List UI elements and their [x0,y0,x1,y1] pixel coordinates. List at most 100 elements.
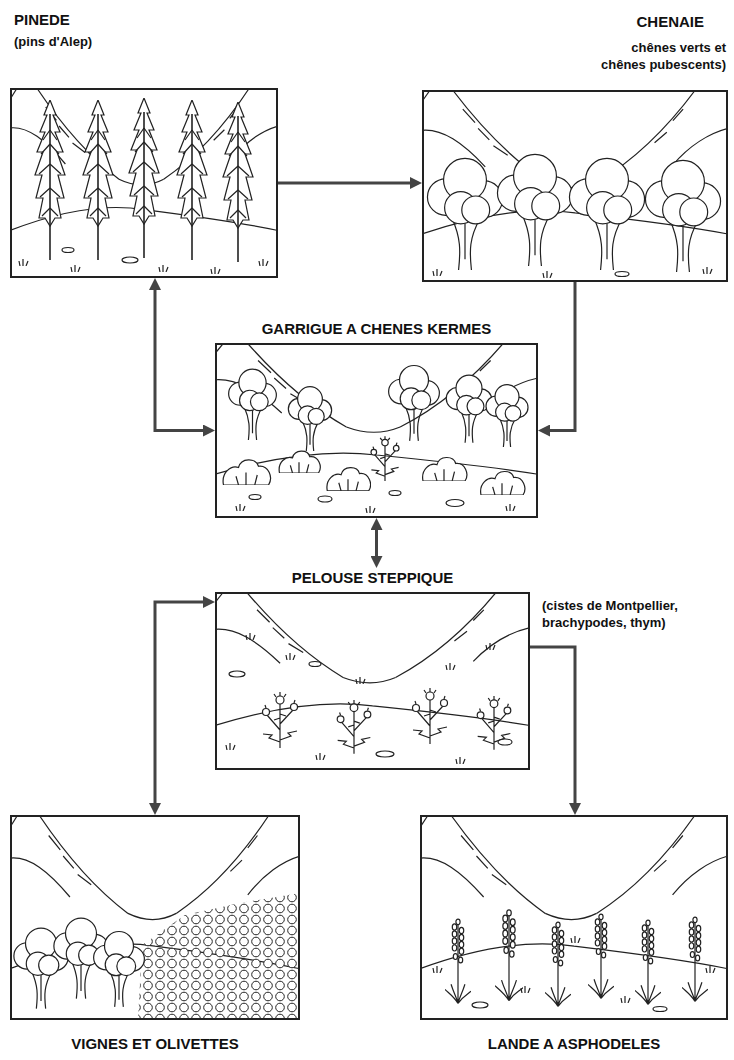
pinede-illustration [10,88,278,274]
illustration-use [543,271,552,278]
illustration-ellipse [318,496,332,502]
panel-caption: (cistes de Montpellier, brachypodes, thy… [542,598,717,632]
lande-panel: LANDE A ASPHODELES [420,815,728,1020]
illustration-use [486,385,528,447]
illustration-use [356,677,365,684]
panel-heading: GARRIGUE A CHENES KERMES [217,319,536,339]
illustration-use [19,259,28,266]
illustration-use [366,506,375,513]
illustration-use [389,365,440,440]
illustration-ellipse [309,662,321,667]
illustration-use [286,653,295,660]
illustration-use [316,753,325,760]
illustration-use [682,917,708,1001]
illustration-ellipse [122,257,138,263]
illustration-use [497,154,572,266]
illustration-use [371,436,399,481]
illustration-use [481,472,525,495]
panel-caption: chênes verts et chênes pubescents) [586,40,726,74]
illustration-ellipse [653,1007,667,1012]
illustration-use [477,696,511,750]
chenaie-panel: CHENAIEchênes verts et chênes pubescents… [422,90,728,282]
illustration-use [645,160,720,272]
illustration-ellipse [615,272,629,277]
illustration-ellipse [389,491,401,496]
panel-caption: (pins d'Alep) [14,34,92,51]
illustration-ellipse [62,248,74,253]
illustration-use [545,922,571,1006]
illustration-use [495,910,523,1001]
illustration-use [263,692,298,748]
panel-heading: PELOUSE STEPPIQUE [217,568,528,588]
illustration-ellipse [376,751,394,757]
illustration-ellipse [472,1002,488,1008]
illustration-use [427,158,502,270]
illustration-use [94,931,145,1006]
illustration-use [337,700,371,754]
illustration-use [420,815,728,969]
illustration-use [456,757,465,764]
connector-arrow [550,282,575,431]
illustration-use [223,460,270,485]
panel-heading: VIGNES ET OLIVETTES [12,1034,298,1054]
illustration-use [159,265,168,272]
vignes-illustration [10,815,300,1020]
garrigue-illustration [215,343,538,513]
illustration-use [571,936,580,943]
illustration-use [83,100,113,260]
chenaie-illustration [422,90,728,278]
illustration-use [223,102,253,262]
illustration-use [423,458,467,481]
illustration-ellipse [446,500,464,507]
connector-arrow [155,602,203,803]
illustration-use [446,663,455,670]
illustration-use [246,633,255,640]
pinede-panel: PINEDE(pins d'Alep) [10,88,278,278]
illustration-use [177,100,207,260]
illustration-use [588,914,614,998]
illustration-use [506,504,515,511]
illustration-use [71,265,80,272]
illustration-use [288,387,331,451]
illustration-use [129,98,159,258]
connector-arrow [155,290,203,431]
illustration-use [229,369,277,440]
illustration-use [521,986,530,993]
connector-arrow [375,530,378,556]
panel-heading: PINEDE [14,10,70,30]
lande-illustration [420,815,728,1012]
illustration-ellipse [229,671,245,677]
illustration-use [413,688,448,744]
pelouse-illustration [215,592,530,764]
illustration-use [215,592,530,726]
illustration-use [569,158,644,270]
illustration-use [433,269,442,276]
vignes-panel: VIGNES ET OLIVETTES [10,815,300,1020]
illustration-use [706,966,715,973]
pelouse-panel: PELOUSE STEPPIQUE(cistes de Montpellier,… [215,592,530,770]
illustration-use [211,267,220,274]
connector-arrow [278,182,410,185]
connector-arrow [530,647,575,803]
illustration-use [327,468,371,491]
illustration-use [621,996,630,1003]
illustration-use [236,504,245,511]
illustration-ellipse [249,495,261,500]
illustration-use [446,375,492,443]
illustration-use [279,451,320,473]
illustration-use [433,966,442,973]
panel-heading: LANDE A ASPHODELES [422,1034,726,1054]
garrigue-panel: GARRIGUE A CHENES KERMES [215,343,538,518]
illustration-use [35,100,65,260]
illustration-use [486,643,495,650]
panel-heading: CHENAIE [636,12,704,32]
illustration-path [138,893,300,1020]
illustration-use [635,920,661,1004]
illustration-use [703,267,712,274]
illustration-use [445,919,471,1003]
illustration-use [259,259,268,266]
illustration-use [226,743,235,750]
